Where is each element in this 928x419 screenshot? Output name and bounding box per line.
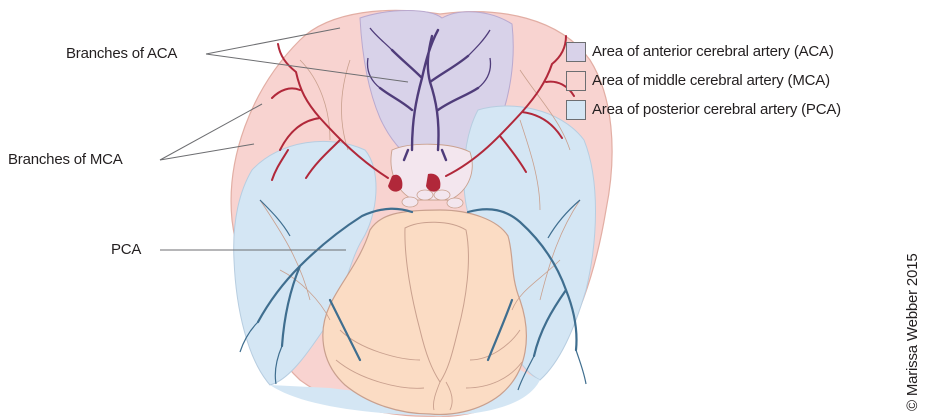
- copyright-notice: © Marissa Webber 2015: [904, 254, 921, 411]
- legend-label-aca: Area of anterior cerebral artery (ACA): [592, 43, 834, 60]
- legend-item-pca: Area of posterior cerebral artery (PCA): [566, 100, 928, 120]
- label-pca: PCA: [111, 241, 141, 258]
- legend-item-aca: Area of anterior cerebral artery (ACA): [566, 42, 928, 62]
- label-branches-of-mca: Branches of MCA: [8, 151, 123, 168]
- optic-structures: [391, 144, 472, 200]
- legend-label-mca: Area of middle cerebral artery (MCA): [592, 72, 830, 89]
- legend-swatch-aca: [566, 42, 586, 62]
- legend-swatch-pca: [566, 100, 586, 120]
- legend-swatch-mca: [566, 71, 586, 91]
- label-branches-of-aca: Branches of ACA: [66, 45, 177, 62]
- legend-label-pca: Area of posterior cerebral artery (PCA): [592, 101, 841, 118]
- legend-item-mca: Area of middle cerebral artery (MCA): [566, 71, 928, 91]
